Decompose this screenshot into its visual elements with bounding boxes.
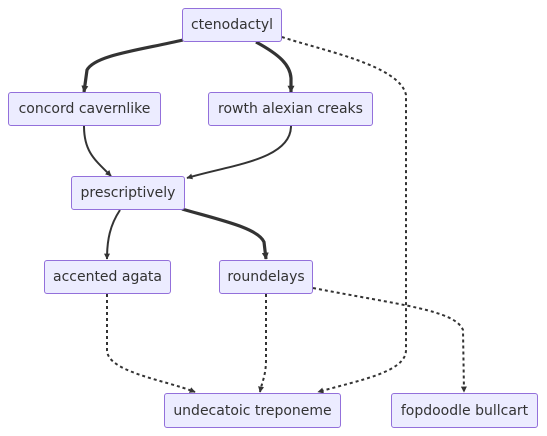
node-accented-agata[interactable]: accented agata xyxy=(44,260,171,294)
node-ctenodactyl[interactable]: ctenodactyl xyxy=(182,8,282,42)
node-fopdoodle-bullcart[interactable]: fopdoodle bullcart xyxy=(391,393,538,428)
edge-accented-undecatoic xyxy=(106,294,196,393)
edge-concord-prescriptively xyxy=(83,125,112,177)
edge-ctenodactyl-undecatoic xyxy=(281,36,407,394)
node-roundelays[interactable]: roundelays xyxy=(219,260,313,294)
edge-ctenodactyl-concord xyxy=(81,38,184,93)
node-prescriptively[interactable]: prescriptively xyxy=(71,176,185,210)
edge-roundelays-fopdoodle xyxy=(312,287,467,393)
edge-ctenodactyl-rowth xyxy=(255,40,295,93)
edge-roundelays-undecatoic xyxy=(258,294,267,393)
edge-prescriptively-roundelays xyxy=(181,207,269,260)
node-concord-cavernlike[interactable]: concord cavernlike xyxy=(8,92,161,126)
node-rowth-alexian-creaks[interactable]: rowth alexian creaks xyxy=(208,92,373,126)
edge-rowth-prescriptively xyxy=(186,125,292,180)
node-undecatoic-treponeme[interactable]: undecatoic treponeme xyxy=(164,393,341,428)
edge-prescriptively-accented xyxy=(104,209,121,260)
